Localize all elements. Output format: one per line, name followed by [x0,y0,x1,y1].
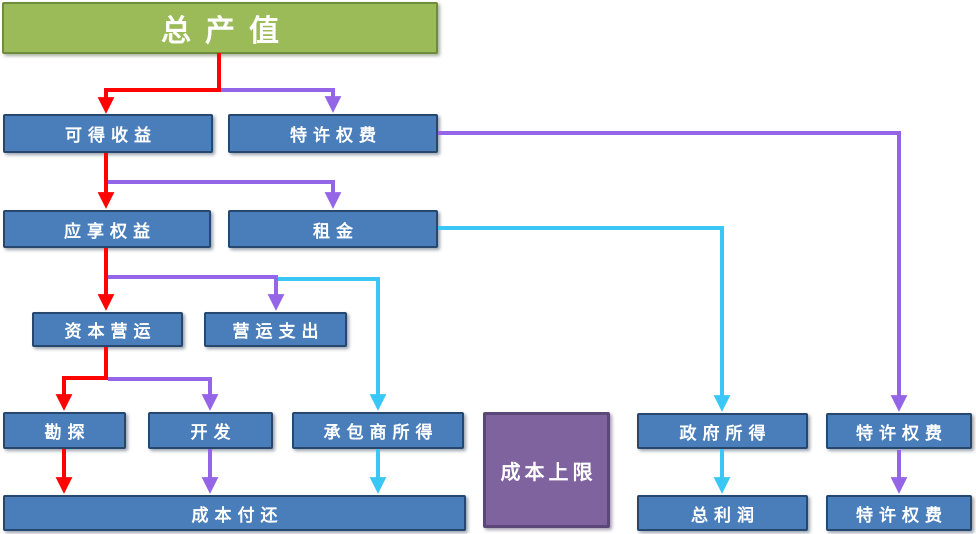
node-operating-expense: 营运支出 [204,312,347,347]
node-royalty-bottom: 特许权费 [826,495,972,531]
arrow-capital-to-exploration [55,347,108,411]
node-royalty-mid: 特许权费 [826,413,972,449]
node-royalty-top: 特许权费 [228,114,438,153]
node-total-output: 总产值 [2,2,438,54]
node-government-income: 政府所得 [637,413,808,449]
arrow-royalty-top-to-royalty-mid [438,131,908,412]
node-entitled-equity: 应享权益 [3,210,211,248]
node-obtainable-income: 可得收益 [3,114,213,153]
arrow-total-to-royalty [221,88,342,113]
node-development: 开发 [148,412,273,449]
node-cost-recovery: 成本付还 [3,495,466,531]
node-total-profit: 总利润 [637,495,808,531]
node-exploration: 勘探 [3,412,126,449]
arrow-total-to-obtainable [97,53,221,114]
node-rent: 租金 [228,210,438,248]
arrow-obtainable-to-rent [108,180,342,209]
node-cost-ceiling: 成本上限 [483,412,610,528]
node-contractor-income: 承包商所得 [292,412,464,449]
arrow-entitled-to-opex [108,275,285,311]
arrow-capital-to-development [108,377,219,411]
arrow-rent-to-government-income [438,226,731,412]
node-capital-operation: 资本营运 [32,312,183,347]
